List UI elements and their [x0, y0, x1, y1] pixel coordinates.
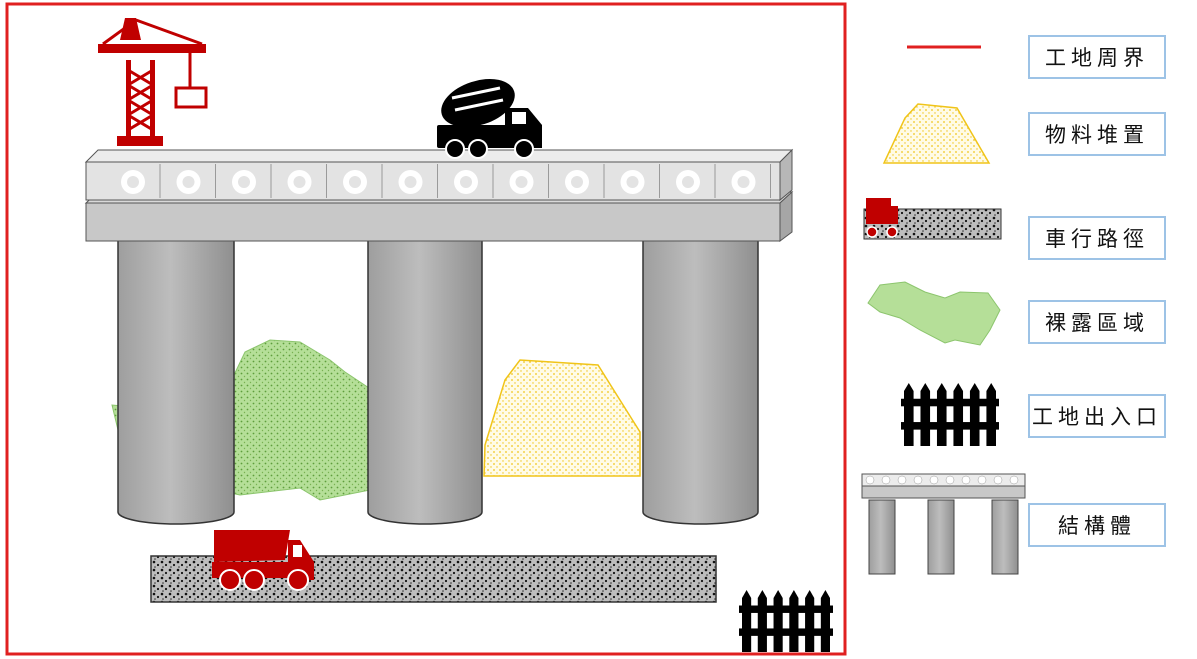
legend [861, 45, 1026, 575]
site-boundary [5, 2, 847, 656]
legend-route-swatch [863, 198, 1002, 240]
legend-bare-swatch [867, 281, 1001, 346]
bridge-deck [84, 148, 794, 242]
legend-label-boundary: 工地周界 [1028, 35, 1166, 79]
fence-gate-icon [739, 590, 833, 652]
legend-stockpile-swatch [882, 103, 991, 164]
legend-label-entrance: 工地出入口 [1028, 394, 1166, 438]
tower-crane-icon [98, 18, 208, 146]
legend-label-bare-area: 裸露區域 [1028, 300, 1166, 344]
concrete-mixer-truck-icon [437, 79, 542, 159]
legend-structure-swatch [861, 473, 1026, 575]
legend-label-structure: 結構體 [1028, 503, 1166, 547]
legend-label-route: 車行路徑 [1028, 216, 1166, 260]
legend-label-stockpile: 物料堆置 [1028, 112, 1166, 156]
bridge-piers [117, 237, 759, 525]
legend-gate-swatch [901, 383, 999, 446]
dump-truck-icon [212, 530, 314, 591]
material-stockpile [483, 359, 641, 477]
